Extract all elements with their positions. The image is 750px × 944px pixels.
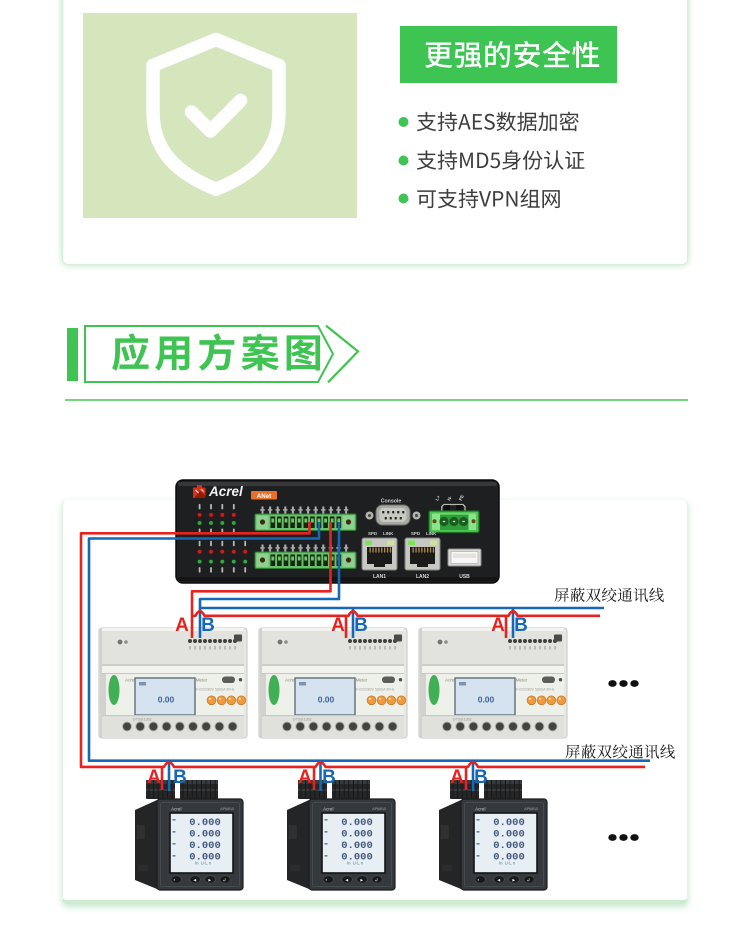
- svg-text:A: A: [175, 615, 189, 636]
- svg-text:ANet: ANet: [257, 493, 271, 500]
- svg-text:B: B: [173, 767, 187, 788]
- svg-text:A: A: [450, 767, 464, 788]
- svg-text:LINK: LINK: [426, 531, 437, 536]
- svg-text:SPD: SPD: [368, 531, 377, 536]
- svg-text:B: B: [474, 767, 488, 788]
- svg-text:B: B: [322, 767, 336, 788]
- svg-text:A: A: [491, 615, 505, 636]
- svg-text:L+: L+: [434, 494, 441, 501]
- svg-text:B: B: [201, 615, 215, 636]
- svg-text:Acrel: Acrel: [208, 484, 243, 499]
- svg-text:A: A: [298, 767, 312, 788]
- svg-text:PE: PE: [458, 494, 465, 501]
- svg-text:B: B: [514, 615, 528, 636]
- svg-text:Console: Console: [381, 499, 402, 505]
- svg-text:B: B: [354, 615, 368, 636]
- svg-text:SPD: SPD: [411, 531, 420, 536]
- svg-text:LAN1: LAN1: [373, 574, 386, 580]
- svg-text:N-: N-: [446, 495, 453, 502]
- svg-text:LINK: LINK: [383, 531, 394, 536]
- svg-text:LAN2: LAN2: [416, 574, 429, 580]
- svg-text:A: A: [147, 767, 161, 788]
- svg-text:A: A: [331, 615, 345, 636]
- svg-text:USB: USB: [459, 574, 470, 580]
